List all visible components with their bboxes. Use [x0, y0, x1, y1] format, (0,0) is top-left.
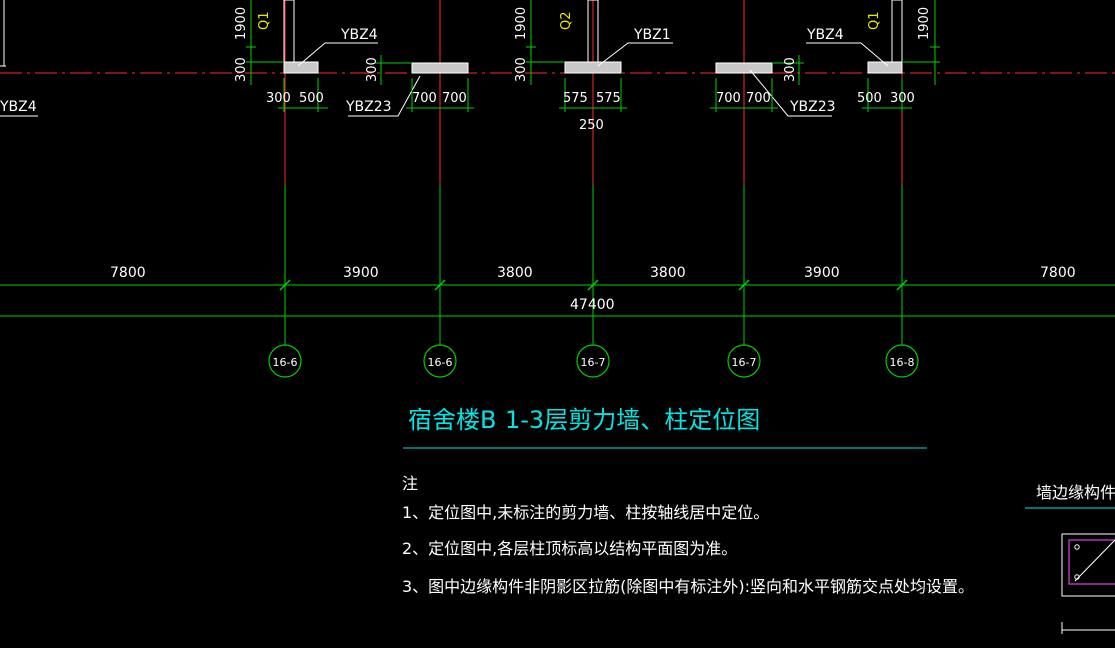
- ybz1-vdim: [526, 0, 565, 85]
- ybz4-edge-label: YBZ4: [0, 99, 37, 115]
- axis-label: 16-8: [890, 356, 915, 369]
- hdim-500-a: 500: [299, 91, 324, 106]
- wall-tag-q1-right: Q1: [867, 11, 882, 30]
- ybz4-right-vdim: [902, 0, 940, 85]
- ybz23-right-vdim: [772, 55, 804, 85]
- hdim-700-d: 700: [746, 91, 771, 106]
- ybz1-hdim: [559, 78, 627, 112]
- ybz4-right-hdim: [862, 78, 912, 112]
- span-label: 7800: [1040, 265, 1076, 281]
- drawing-title-sub: 1-3层剪力墙、柱定位图: [505, 406, 760, 434]
- hdim-700-c: 700: [716, 91, 741, 106]
- left-edge-wall: [0, 0, 6, 67]
- axis-extension-lines: [284, 185, 903, 345]
- ybz1-column: [564, 0, 622, 74]
- detail-label: 墙边缘构件: [1036, 483, 1115, 502]
- ybz4-left-leader: [297, 42, 378, 67]
- note-line: 3、图中边缘构件非阴影区拉筋(除图中有标注外):竖向和水平钢筋交点处均设置。: [402, 577, 974, 596]
- vdim-300-b: 300: [234, 57, 249, 82]
- ybz23-right-column: [715, 62, 773, 74]
- hdim-575-a: 575: [563, 91, 588, 106]
- ybz4-left-label: YBZ4: [340, 27, 378, 43]
- span-label: 3800: [650, 265, 686, 281]
- drawing-title-main: 宿舍楼B: [408, 406, 496, 434]
- axis-bubble: 16-7: [576, 344, 610, 378]
- span-label: 3800: [497, 265, 533, 281]
- ybz23-left-leader: [348, 75, 421, 117]
- ybz4-left-hdim: [278, 78, 328, 112]
- ybz1-leader: [597, 42, 673, 67]
- note-line: 2、定位图中,各层柱顶标高以结构平面图为准。: [402, 539, 737, 558]
- axis-bubble: 16-7: [727, 344, 761, 378]
- axis-bubbles: 16-6 16-6 16-7 16-7 16-8: [268, 344, 919, 378]
- axis-bubble: 16-8: [885, 344, 919, 378]
- hdim-300-a: 300: [266, 91, 291, 106]
- span-labels: 7800 3900 3800 3800 3900 7800: [110, 265, 1076, 281]
- hdim-300-b: 300: [890, 91, 915, 106]
- edge-member-detail: [1061, 533, 1115, 634]
- vdim-1900-a: 1900: [234, 7, 249, 40]
- span-label: 3900: [804, 265, 840, 281]
- ybz23-left-hdim: [406, 78, 474, 112]
- axis-bubble: 16-6: [268, 344, 302, 378]
- axis-label: 16-7: [581, 356, 606, 369]
- span-label: 7800: [110, 265, 146, 281]
- vdim-300-f: 300: [783, 57, 798, 82]
- ybz23-right-leader: [749, 69, 832, 117]
- notes-heading: 注: [402, 474, 418, 493]
- ybz1-label: YBZ1: [633, 27, 671, 43]
- ybz23-left-vdim: [376, 55, 412, 85]
- axis-label: 16-6: [428, 356, 453, 369]
- vdim-1900-g: 1900: [917, 7, 932, 40]
- total-span-label: 47400: [570, 297, 615, 313]
- note-line: 1、定位图中,未标注的剪力墙、柱按轴线居中定位。: [402, 503, 769, 522]
- wall-tag-q2: Q2: [559, 11, 574, 30]
- axis-label: 16-7: [732, 356, 757, 369]
- ybz23-left-label: YBZ23: [345, 99, 392, 115]
- ybz23-right-label: YBZ23: [789, 99, 836, 115]
- ybz4-right-column: [867, 0, 903, 74]
- ybz4-right-label: YBZ4: [806, 27, 844, 43]
- axis-bubble: 16-6: [423, 344, 457, 378]
- vdim-300-e: 300: [514, 57, 529, 82]
- hdim-700-b: 700: [442, 91, 467, 106]
- ybz4-right-leader: [806, 42, 889, 67]
- ybz4-left-column: [283, 0, 319, 74]
- axis-label: 16-6: [273, 356, 298, 369]
- ybz23-right-hdim: [710, 78, 778, 112]
- hdim-250: 250: [579, 118, 604, 133]
- wall-tag-q1-left: Q1: [257, 11, 272, 30]
- hdim-700-a: 700: [412, 91, 437, 106]
- ybz4-left-vdim: [246, 0, 284, 85]
- ybz23-left-column: [411, 62, 469, 74]
- hdim-575-b: 575: [596, 91, 621, 106]
- vdim-1900-d: 1900: [514, 7, 529, 40]
- hdim-500-b: 500: [857, 91, 882, 106]
- span-ticks: [279, 279, 908, 291]
- span-label: 3900: [343, 265, 379, 281]
- vdim-300-c: 300: [365, 57, 380, 82]
